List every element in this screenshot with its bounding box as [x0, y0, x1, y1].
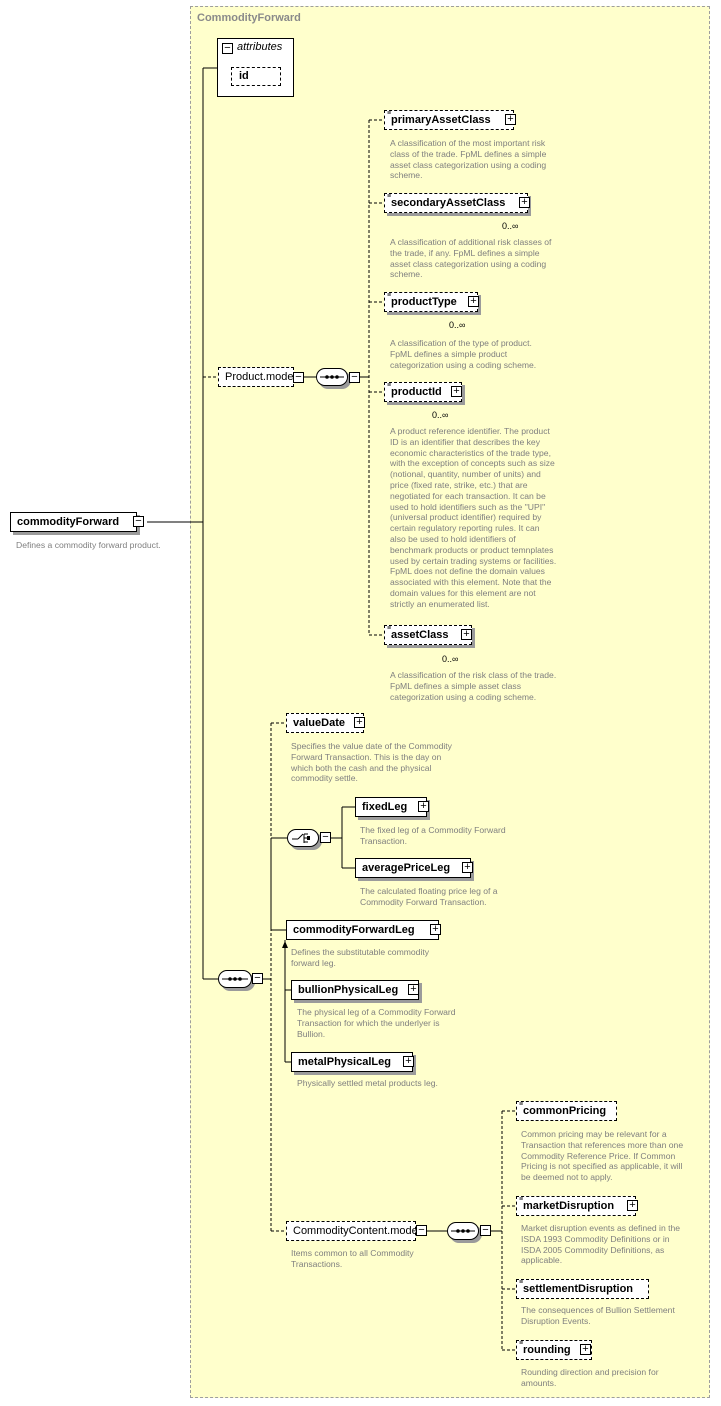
element-bullion-physical-leg[interactable]: bullionPhysicalLeg: [291, 980, 419, 1000]
group-commodity-content-model[interactable]: CommodityContent.model: [286, 1221, 420, 1241]
element-lines-icon: ≡: [519, 1340, 524, 1347]
cardinality-label: 0..∞: [502, 221, 519, 231]
root-element-doc: Defines a commodity forward product.: [16, 540, 161, 550]
element-commodity-forward-leg[interactable]: commodityForwardLeg: [286, 920, 439, 940]
element-doc: Rounding direction and precision for amo…: [521, 1367, 659, 1388]
complex-type-title: CommodityForward: [197, 12, 301, 24]
element-common-pricing[interactable]: ≡ commonPricing: [516, 1101, 617, 1121]
expand-icon[interactable]: +: [580, 1344, 591, 1355]
element-label: marketDisruption: [523, 1200, 615, 1212]
attribute-id[interactable]: id: [231, 67, 281, 86]
expand-icon[interactable]: +: [451, 386, 462, 397]
element-label: secondaryAssetClass: [391, 197, 506, 209]
expand-icon[interactable]: +: [430, 924, 441, 935]
collapse-icon[interactable]: −: [293, 372, 304, 383]
element-label: primaryAssetClass: [391, 114, 491, 126]
element-product-type[interactable]: ≡ productType: [384, 292, 478, 312]
collapse-icon[interactable]: −: [133, 516, 144, 527]
element-label: valueDate: [293, 717, 345, 729]
cardinality-label: 0..∞: [442, 654, 459, 664]
collapse-icon[interactable]: −: [252, 973, 263, 984]
cardinality-label: 0..∞: [432, 410, 449, 420]
element-fixed-leg[interactable]: fixedLeg: [355, 797, 427, 817]
sequence-compositor-icon: [447, 1222, 479, 1240]
element-primary-asset-class[interactable]: ≡ primaryAssetClass: [384, 110, 514, 130]
element-lines-icon: ≡: [519, 1101, 524, 1108]
expand-icon[interactable]: +: [461, 629, 472, 640]
element-lines-icon: ≡: [519, 1196, 524, 1203]
element-doc: A classification of additional risk clas…: [390, 237, 552, 280]
root-element-label: commodityForward: [17, 516, 120, 528]
group-doc: Items common to all Commodity Transactio…: [291, 1248, 414, 1269]
element-label: productType: [391, 296, 457, 308]
expand-icon[interactable]: +: [418, 801, 429, 812]
element-doc: Market disruption events as defined in t…: [521, 1223, 681, 1266]
element-doc: A classification of the risk class of th…: [390, 670, 557, 702]
element-label: commodityForwardLeg: [293, 924, 415, 936]
expand-icon[interactable]: +: [468, 296, 479, 307]
element-label: settlementDisruption: [523, 1283, 634, 1295]
element-asset-class[interactable]: ≡ assetClass: [384, 625, 472, 645]
element-metal-physical-leg[interactable]: metalPhysicalLeg: [291, 1052, 413, 1072]
element-average-price-leg[interactable]: averagePriceLeg: [355, 858, 471, 878]
element-doc: A classification of the type of product.…: [390, 338, 537, 370]
element-doc: Common pricing may be relevant for a Tra…: [521, 1129, 684, 1183]
sequence-compositor-icon: [316, 368, 348, 386]
group-product-model[interactable]: Product.model: [218, 367, 296, 387]
root-element-commodity-forward[interactable]: commodityForward: [10, 512, 137, 532]
element-value-date[interactable]: valueDate: [286, 713, 364, 733]
cardinality-label: 0..∞: [449, 320, 466, 330]
element-doc: The physical leg of a Commodity Forward …: [297, 1007, 456, 1039]
group-label: Product.model: [225, 371, 296, 383]
group-label: CommodityContent.model: [293, 1225, 421, 1237]
element-lines-icon: ≡: [519, 1279, 524, 1286]
element-doc: A classification of the most important r…: [390, 138, 547, 181]
element-settlement-disruption[interactable]: ≡ settlementDisruption: [516, 1279, 649, 1299]
element-product-id[interactable]: ≡ productId: [384, 382, 462, 402]
choice-compositor-icon: [287, 829, 319, 847]
element-label: assetClass: [391, 629, 449, 641]
element-doc: Defines the substitutable commodity forw…: [291, 947, 430, 968]
sequence-compositor-icon: [218, 970, 252, 988]
element-lines-icon: ≡: [387, 193, 392, 200]
element-doc: Specifies the value date of the Commodit…: [291, 741, 452, 784]
element-doc: The consequences of Bullion Settlement D…: [521, 1305, 675, 1326]
element-label: metalPhysicalLeg: [298, 1056, 391, 1068]
element-rounding[interactable]: ≡ rounding: [516, 1340, 592, 1360]
expand-icon[interactable]: +: [408, 984, 419, 995]
expand-icon[interactable]: +: [354, 717, 365, 728]
element-doc: The calculated floating price leg of a C…: [360, 886, 498, 907]
element-label: productId: [391, 386, 442, 398]
element-doc: The fixed leg of a Commodity Forward Tra…: [360, 825, 506, 846]
element-label: fixedLeg: [362, 801, 408, 813]
attributes-group: − attributes id: [217, 38, 294, 97]
collapse-icon[interactable]: −: [320, 832, 331, 843]
collapse-icon[interactable]: −: [222, 43, 233, 54]
element-doc: A product reference identifier. The prod…: [390, 426, 557, 609]
attributes-label: attributes: [237, 41, 283, 53]
element-doc: Physically settled metal products leg.: [297, 1078, 438, 1088]
expand-icon[interactable]: +: [403, 1056, 414, 1067]
complex-type-container: [190, 6, 710, 1398]
collapse-icon[interactable]: −: [480, 1225, 491, 1236]
element-lines-icon: ≡: [387, 110, 392, 117]
expand-icon[interactable]: +: [519, 197, 530, 208]
expand-icon[interactable]: +: [505, 114, 516, 125]
expand-icon[interactable]: +: [462, 862, 473, 873]
collapse-icon[interactable]: −: [416, 1225, 427, 1236]
collapse-icon[interactable]: −: [349, 372, 360, 383]
element-lines-icon: ≡: [387, 382, 392, 389]
element-secondary-asset-class[interactable]: ≡ secondaryAssetClass: [384, 193, 528, 213]
expand-icon[interactable]: +: [627, 1200, 638, 1211]
element-label: bullionPhysicalLeg: [298, 984, 399, 996]
element-label: averagePriceLeg: [362, 862, 451, 874]
element-lines-icon: ≡: [387, 625, 392, 632]
element-market-disruption[interactable]: ≡ marketDisruption: [516, 1196, 636, 1216]
element-lines-icon: ≡: [387, 292, 392, 299]
element-label: rounding: [523, 1344, 571, 1356]
element-label: commonPricing: [523, 1105, 607, 1117]
